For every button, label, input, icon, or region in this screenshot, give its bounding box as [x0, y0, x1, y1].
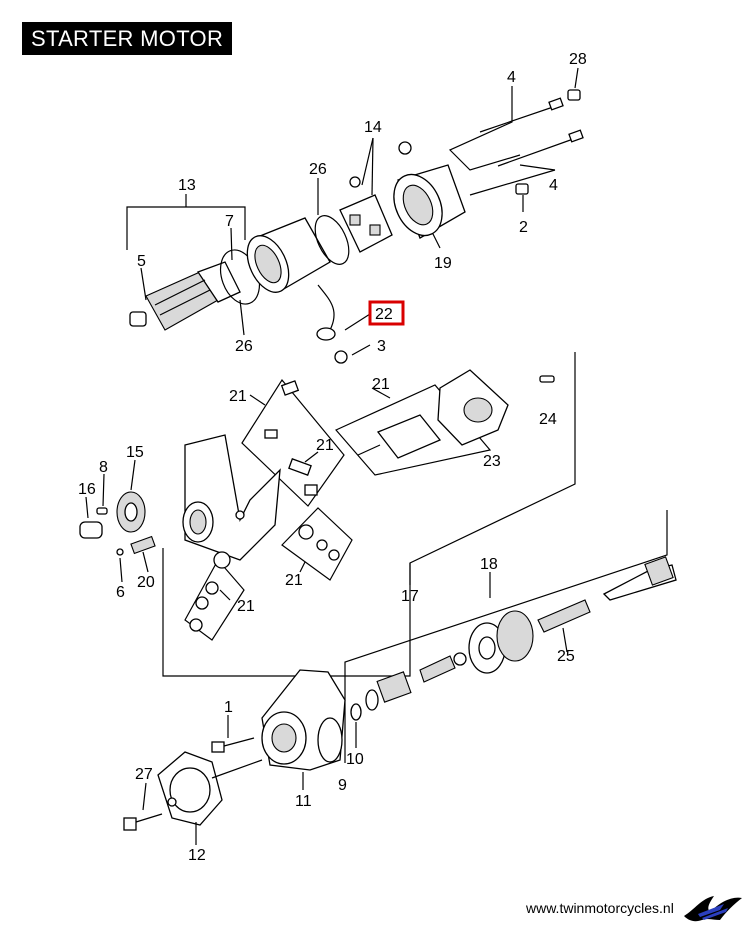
label-22: 22 — [375, 306, 393, 323]
part-yoke — [246, 215, 350, 293]
bracket-17 — [162, 352, 576, 677]
part-gear-housing — [182, 434, 281, 561]
label-19: 19 — [434, 255, 452, 272]
label-4-top: 4 — [507, 69, 516, 86]
part-gasket — [437, 369, 509, 446]
bracket-21-d — [184, 558, 245, 641]
part-end-cover — [393, 141, 466, 239]
bracket-18 — [344, 510, 668, 763]
label-20: 20 — [137, 574, 155, 591]
part-screw-2 — [515, 183, 529, 195]
part-spring-25 — [537, 599, 591, 633]
brand-logo — [684, 896, 742, 922]
label-2: 2 — [519, 219, 528, 236]
label-21-top-left: 21 — [229, 388, 247, 405]
label-15: 15 — [126, 444, 144, 461]
label-12: 12 — [188, 847, 206, 864]
label-11: 11 — [295, 793, 312, 810]
part-circlip-10 — [350, 703, 362, 721]
part-armature — [129, 261, 241, 331]
part-nut-3 — [334, 350, 348, 364]
label-25: 25 — [557, 648, 575, 665]
label-14: 14 — [364, 119, 382, 136]
label-5: 5 — [137, 253, 146, 270]
part-plunger — [264, 380, 442, 496]
label-23: 23 — [483, 453, 501, 470]
label-1: 1 — [224, 699, 233, 716]
part-bolt-upper — [479, 105, 557, 133]
part-flange-gasket — [157, 751, 223, 826]
label-26-top: 26 — [309, 161, 327, 178]
bracket-21-c — [281, 507, 353, 581]
part-pin-8 — [96, 507, 108, 515]
label-24: 24 — [539, 411, 557, 428]
label-13: 13 — [178, 177, 196, 194]
label-21-lower: 21 — [285, 572, 303, 589]
label-10: 10 — [346, 751, 364, 768]
part-terminal-22 — [316, 327, 336, 341]
part-pinion-shaft — [602, 556, 677, 601]
label-16: 16 — [78, 481, 96, 498]
part-brush-holder — [339, 176, 393, 253]
label-21-bottom: 21 — [237, 598, 255, 615]
label-4-bottom: 4 — [549, 177, 558, 194]
website-link[interactable]: www.twinmotorcycles.nl — [526, 900, 674, 916]
label-21-top-right: 21 — [372, 376, 390, 393]
label-3: 3 — [377, 338, 386, 355]
bracket-21-b — [335, 384, 492, 476]
part-bolt-27 — [123, 813, 163, 831]
highlight-part-22 — [368, 300, 405, 326]
label-17: 17 — [401, 588, 419, 605]
part-ball-6 — [116, 548, 124, 556]
label-7: 7 — [225, 213, 234, 230]
label-18: 18 — [480, 556, 498, 573]
label-28: 28 — [569, 51, 587, 68]
part-idle-gear — [116, 491, 146, 533]
part-bolt-24 — [539, 375, 555, 383]
part-shaft-16 — [79, 521, 103, 539]
part-bolt-1 — [211, 737, 255, 753]
label-8: 8 — [99, 459, 108, 476]
label-27: 27 — [135, 766, 153, 783]
part-front-housing — [261, 669, 346, 771]
bracket-21-a — [241, 378, 345, 507]
page-title: STARTER MOTOR — [22, 22, 232, 55]
label-9: 9 — [338, 777, 347, 794]
label-21-mid: 21 — [316, 437, 334, 454]
part-overrunning-clutch — [468, 610, 534, 674]
label-26-bottom: 26 — [235, 338, 253, 355]
part-bolt-lower — [497, 137, 577, 167]
part-spring-20 — [130, 535, 156, 555]
bracket-4 — [448, 86, 521, 171]
label-6: 6 — [116, 584, 125, 601]
part-lead-wire — [317, 284, 335, 331]
part-cap-28 — [567, 89, 581, 101]
